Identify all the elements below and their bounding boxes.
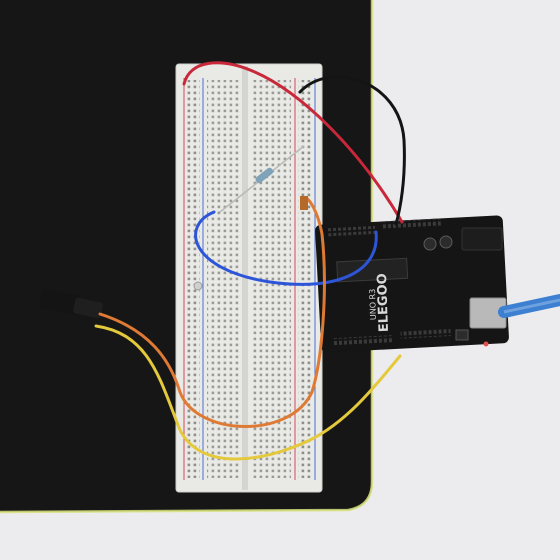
board-model-label: UNO R3 xyxy=(368,289,378,321)
jumper-pin xyxy=(300,196,308,210)
wire-red xyxy=(182,61,404,224)
led-component xyxy=(193,281,203,291)
arduino-board: ELEGOO UNO R3 xyxy=(315,215,509,353)
wire-yellow xyxy=(94,324,402,461)
resistor xyxy=(219,145,305,213)
board-brand-label: ELEGOO xyxy=(375,273,392,332)
wire-black xyxy=(298,75,406,226)
desk-mat-edge xyxy=(0,0,374,514)
sensor-connector xyxy=(39,288,103,319)
wire-orange xyxy=(98,196,326,428)
wire-blue xyxy=(194,210,378,286)
